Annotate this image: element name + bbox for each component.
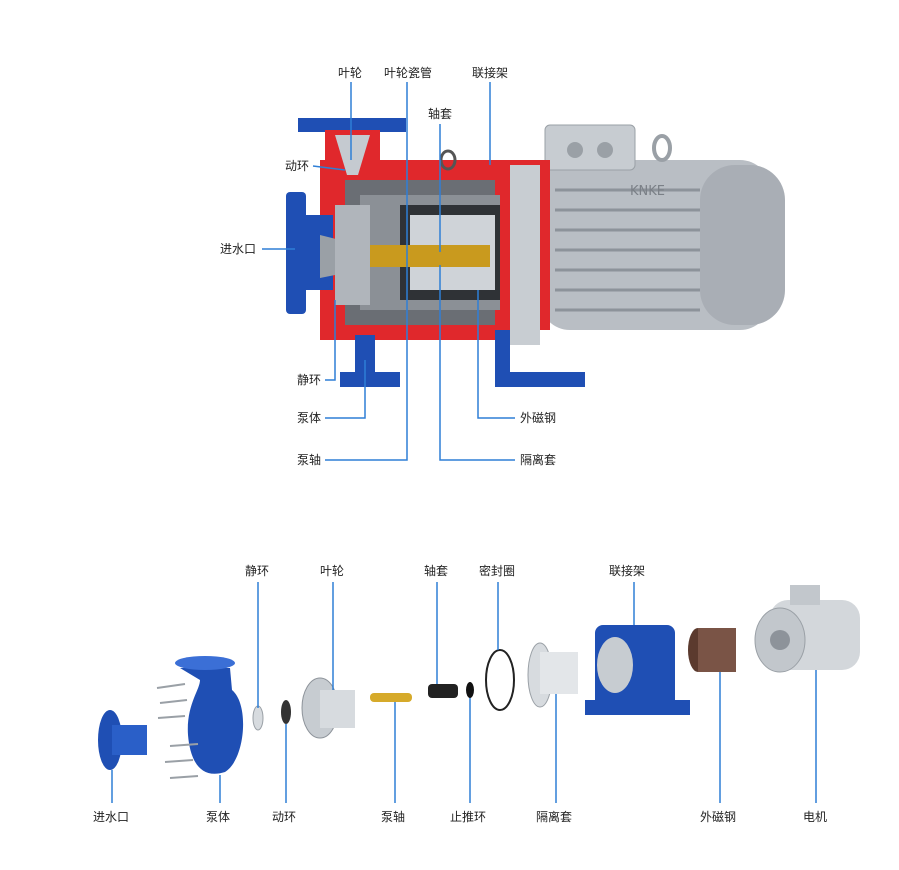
shaft-part xyxy=(370,693,412,702)
bottom-leader-lines xyxy=(111,582,817,803)
label-isolation-sleeve: 隔离套 xyxy=(520,453,557,467)
rotating-ring-part xyxy=(281,700,291,724)
label-seal-ring: 密封圈 xyxy=(479,564,516,578)
label-pump-body: 泵体 xyxy=(297,411,322,425)
label-pump-body: 泵体 xyxy=(206,810,231,824)
label-static-ring: 静环 xyxy=(297,373,322,387)
label-impeller-ceramic-tube: 叶轮瓷管 xyxy=(384,66,433,80)
label-rotating-ring: 动环 xyxy=(285,159,310,173)
label-rotating-ring: 动环 xyxy=(272,810,297,824)
label-static-ring: 静环 xyxy=(245,564,270,578)
label-impeller: 叶轮 xyxy=(338,66,363,80)
label-inlet: 进水口 xyxy=(220,242,257,256)
label-bushing: 轴套 xyxy=(428,107,453,121)
brand-text: KNKE xyxy=(630,184,665,199)
label-inlet: 进水口 xyxy=(93,810,130,824)
thrust-ring-part xyxy=(466,682,474,698)
pump-body-part xyxy=(180,668,244,774)
label-thrust-ring: 止推环 xyxy=(450,810,487,824)
label-isolation-sleeve: 隔离套 xyxy=(536,810,573,824)
static-ring-part xyxy=(252,705,264,731)
label-impeller: 叶轮 xyxy=(320,564,345,578)
exploded-view-illustration xyxy=(98,585,860,779)
bushing-part xyxy=(428,684,458,698)
label-outer-magnet: 外磁钢 xyxy=(520,411,557,425)
label-pump-shaft: 泵轴 xyxy=(297,453,322,467)
label-bracket: 联接架 xyxy=(609,564,646,578)
label-bracket: 联接架 xyxy=(472,66,509,80)
label-bushing: 轴套 xyxy=(424,564,449,578)
label-motor: 电机 xyxy=(803,810,828,824)
cutaway-pump-illustration: KNKE xyxy=(286,118,785,387)
top-leader-lines xyxy=(262,82,515,461)
label-outer-magnet: 外磁钢 xyxy=(700,810,737,824)
seal-ring-part xyxy=(485,649,515,711)
label-pump-shaft: 泵轴 xyxy=(381,810,406,824)
